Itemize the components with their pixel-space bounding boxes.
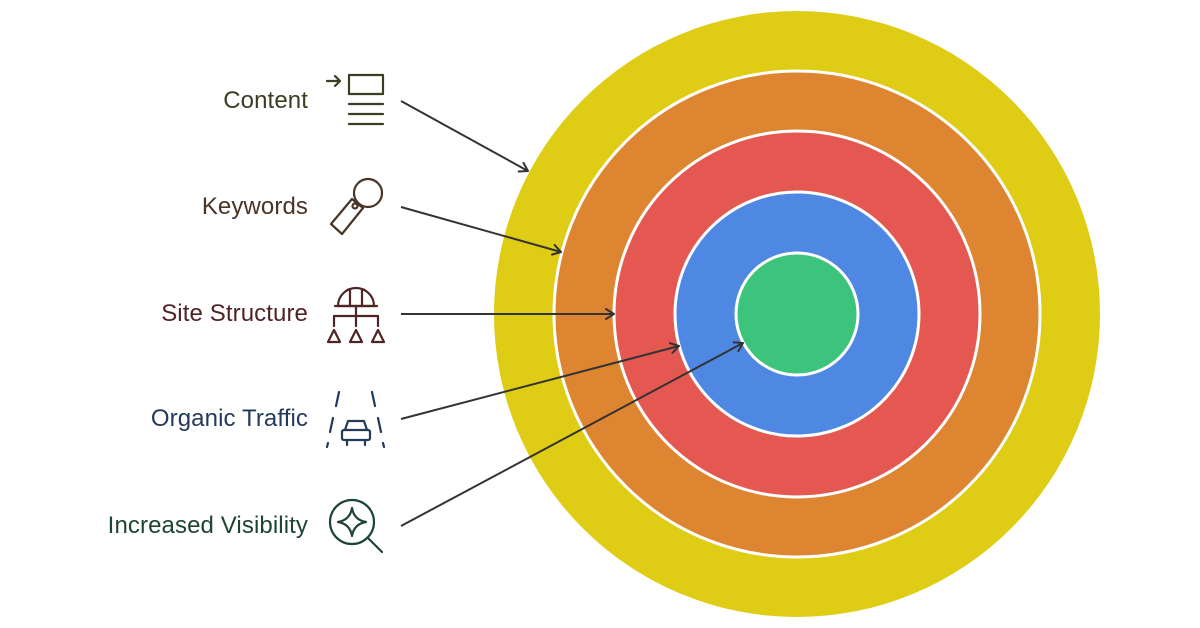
label-organic-traffic: Organic Traffic	[150, 405, 308, 432]
arrow-content	[400, 100, 529, 173]
label-site-structure: Site Structure	[161, 300, 308, 327]
label-keywords: Keywords	[201, 193, 308, 220]
label-content: Content	[223, 87, 308, 114]
arrows	[400, 100, 744, 527]
tag-icon	[329, 177, 384, 236]
arrow-increased-visibility	[400, 341, 744, 527]
rings	[494, 11, 1100, 617]
ring-increased-visibility	[734, 251, 860, 377]
hierarchy-icon	[326, 286, 386, 344]
arrow-keywords	[400, 206, 562, 256]
arrow-organic-traffic	[400, 342, 680, 420]
road-car-icon	[325, 390, 386, 449]
search-sparkle-icon	[328, 498, 384, 554]
label-increased-visibility: Increased Visibility	[107, 512, 308, 539]
content-icon	[325, 73, 385, 126]
